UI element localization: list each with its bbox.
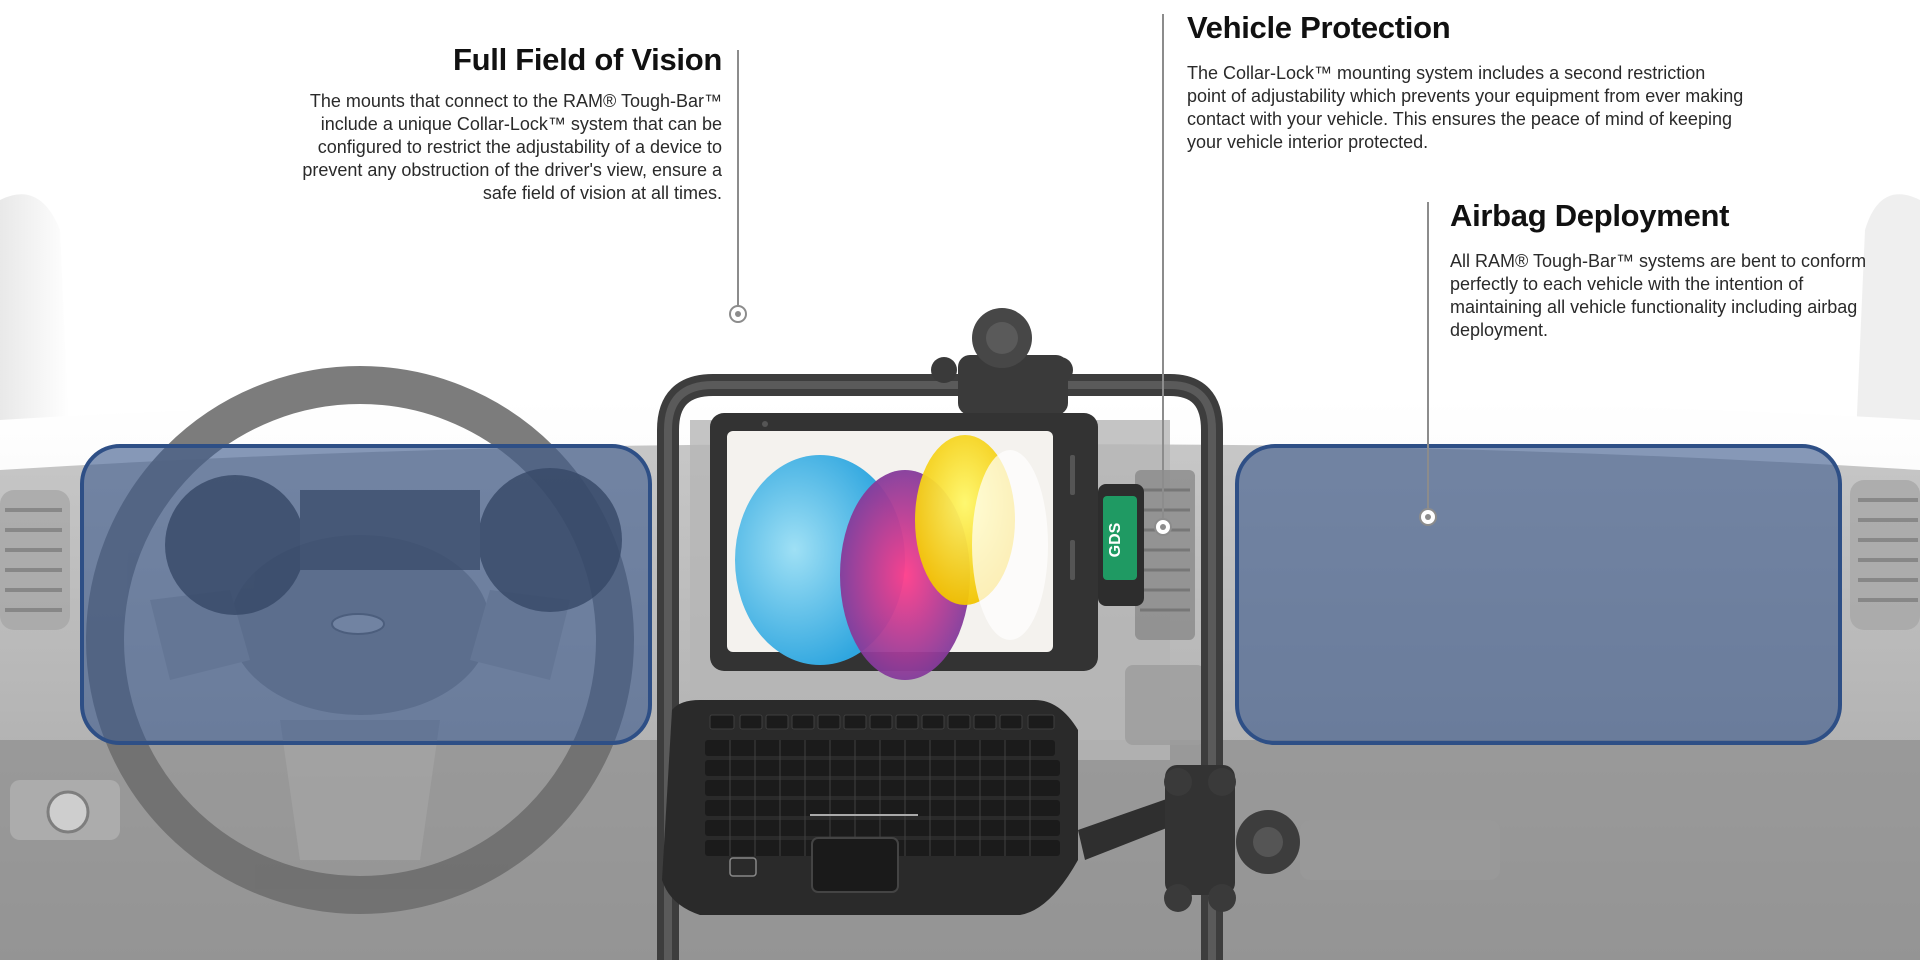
callout-title: Vehicle Protection: [1187, 10, 1451, 45]
callout-title: Full Field of Vision: [453, 42, 722, 77]
right-air-vent: [1850, 480, 1920, 630]
keyboard-touchpad: [811, 837, 899, 893]
callout-airbag-deployment: Airbag Deployment All RAM® Tough-Bar™ sy…: [1450, 198, 1870, 342]
keyboard-keys: [709, 714, 1055, 730]
passenger-airbag-zone-highlight: [1235, 444, 1842, 745]
leader-line-protection: [1162, 14, 1164, 526]
callout-body: All RAM® Tough-Bar™ systems are bent to …: [1450, 251, 1867, 340]
rugged-keyboard: [662, 700, 1078, 915]
headlight-knob: [10, 780, 120, 840]
callout-title: Airbag Deployment: [1450, 198, 1730, 233]
left-a-pillar: [0, 194, 70, 471]
hotspot-pin-protection[interactable]: [1154, 518, 1172, 536]
top-mount-knob: [931, 308, 1073, 415]
callout-full-field-of-vision: Full Field of Vision The mounts that con…: [280, 42, 722, 205]
hotspot-pin-vision[interactable]: [729, 305, 747, 323]
callout-vehicle-protection: Vehicle Protection The Collar-Lock™ moun…: [1187, 10, 1747, 154]
left-air-vent: [0, 490, 70, 630]
callout-body: The Collar-Lock™ mounting system include…: [1187, 63, 1744, 152]
callout-body: The mounts that connect to the RAM® Toug…: [302, 91, 722, 203]
hotspot-pin-airbag[interactable]: [1419, 508, 1437, 526]
svg-text:GDS: GDS: [1107, 522, 1124, 557]
leader-line-vision: [737, 50, 739, 306]
tough-bar: [657, 374, 1223, 960]
leader-line-airbag: [1427, 202, 1429, 518]
driver-zone-highlight: [80, 444, 652, 745]
right-a-pillar: [1855, 194, 1920, 471]
side-arm-mount: [1078, 765, 1300, 912]
tablet-device: [710, 413, 1098, 680]
gds-charging-badge: GDS: [1098, 484, 1144, 606]
